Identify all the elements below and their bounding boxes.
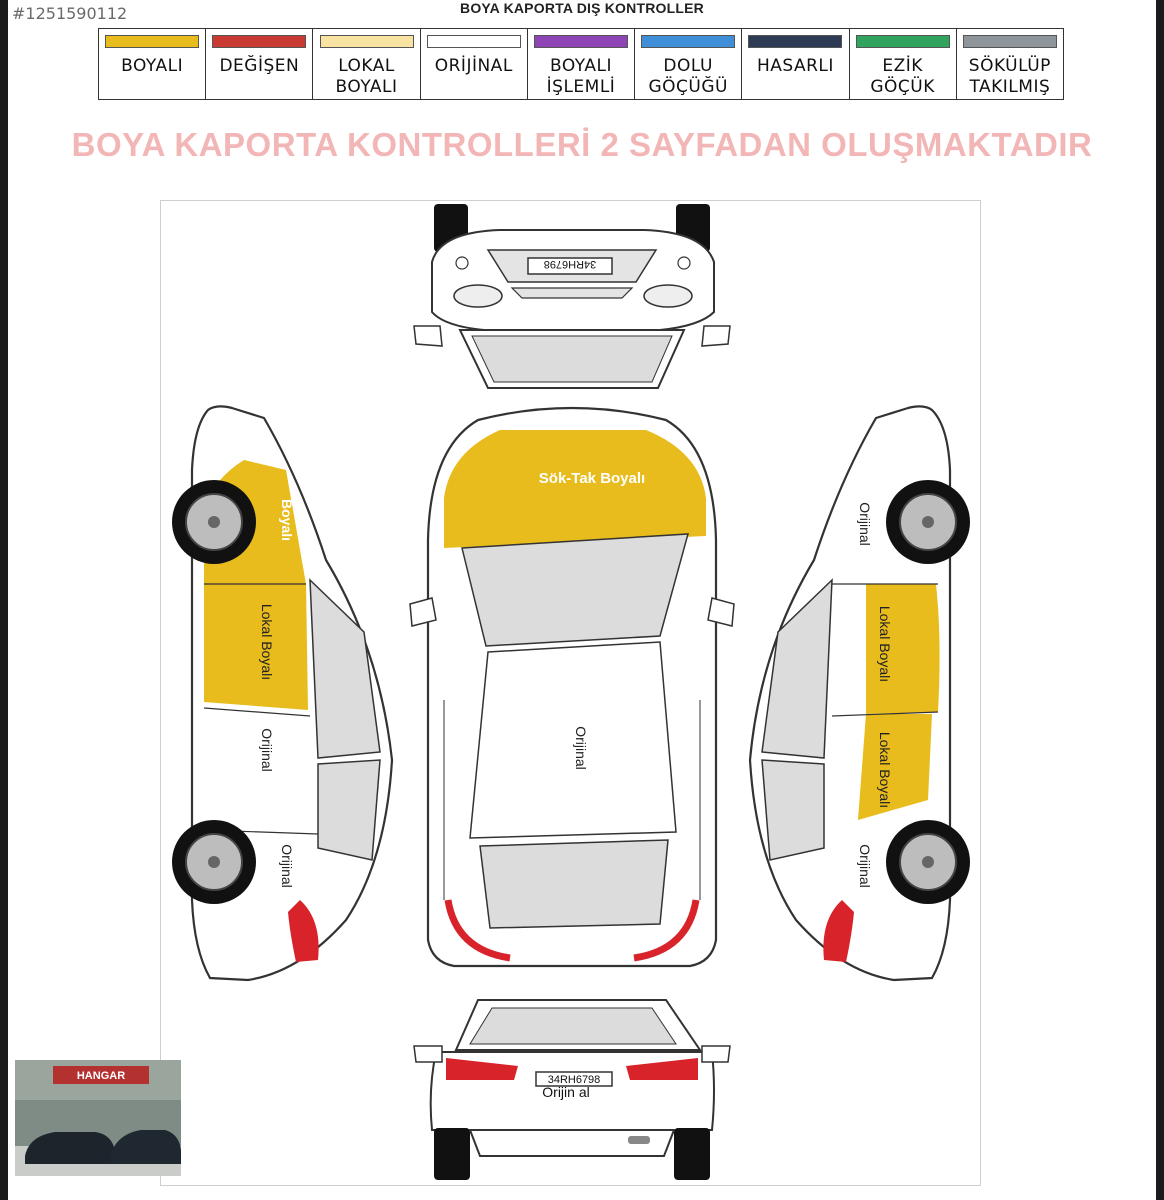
legend-item-sokulup-takilmis: SÖKÜLÜP TAKILMIŞ bbox=[957, 29, 1063, 99]
rear-right-mirror bbox=[701, 1045, 731, 1063]
right-side-view: Orijinal Lokal Boyalı Lokal Boyalı Oriji… bbox=[748, 405, 970, 982]
front-right-mirror bbox=[701, 325, 731, 347]
rear-left-tire bbox=[434, 1128, 470, 1180]
thumbnail-car-right bbox=[111, 1130, 181, 1164]
left-front-hub bbox=[208, 516, 220, 528]
rear-right-tail-light bbox=[626, 1058, 698, 1080]
rear-bumper-label: Orijin al bbox=[542, 1084, 589, 1100]
left-rear-window bbox=[317, 759, 381, 861]
rear-window bbox=[469, 1007, 677, 1045]
roof-label: Orijinal bbox=[573, 726, 589, 770]
front-plate-text: 34RH6798 bbox=[544, 258, 597, 270]
car-panel-diagram: 34RH6798 Sök-Tak Boyalı Orijinal bbox=[160, 200, 981, 1186]
legend-label: BOYALI İŞLEMLİ bbox=[546, 56, 616, 97]
left-rear-hub bbox=[208, 856, 220, 868]
legend-item-dolu-gocugu: DOLU GÖÇÜĞÜ bbox=[635, 29, 743, 99]
legend-swatch bbox=[212, 35, 307, 48]
legend-swatch bbox=[641, 35, 736, 48]
left-front-door-painted bbox=[204, 584, 308, 710]
thumbnail-car-left bbox=[25, 1132, 115, 1164]
legend-swatch bbox=[105, 35, 200, 48]
listing-id: #1251590112 bbox=[12, 4, 128, 23]
legend-label: ORİJİNAL bbox=[434, 56, 513, 76]
legend-item-orijinal: ORİJİNAL bbox=[421, 29, 528, 99]
legend-item-ezik-gocuk: EZİK GÖÇÜK bbox=[850, 29, 957, 99]
hood-painted bbox=[444, 430, 706, 548]
legend-label: LOKAL BOYALI bbox=[335, 56, 398, 97]
right-front-hub bbox=[922, 516, 934, 528]
legend-swatch bbox=[748, 35, 843, 48]
dealer-thumbnail: HANGAR bbox=[15, 1060, 181, 1176]
right-rear-fender-label: Orijinal bbox=[857, 844, 873, 888]
right-front-window bbox=[761, 578, 833, 759]
left-door-split-line bbox=[203, 707, 311, 717]
top-right-mirror bbox=[707, 597, 735, 627]
front-plate bbox=[527, 257, 613, 275]
legend-item-degisen: DEĞİŞEN bbox=[206, 29, 314, 99]
front-left-mirror bbox=[413, 325, 443, 347]
color-legend: BOYALI DEĞİŞEN LOKAL BOYALI ORİJİNAL BOY… bbox=[98, 28, 1064, 100]
front-lower-grille bbox=[510, 287, 634, 299]
front-view: 34RH6798 bbox=[413, 204, 731, 389]
front-right-headlight bbox=[643, 284, 693, 308]
left-side-view: Boyalı Lokal Boyalı Orijinal Orijinal bbox=[172, 405, 394, 982]
rear-exhaust bbox=[628, 1136, 650, 1144]
legend-label: DOLU GÖÇÜĞÜ bbox=[648, 56, 728, 97]
left-front-window bbox=[309, 578, 381, 759]
window-frame-left bbox=[0, 0, 8, 1200]
legend-item-boyali-islemli: BOYALI İŞLEMLİ bbox=[528, 29, 636, 99]
right-front-door-painted bbox=[866, 584, 940, 714]
right-rear-door-painted bbox=[858, 714, 932, 820]
top-left-mirror bbox=[409, 597, 437, 627]
rear-bumper bbox=[468, 1129, 676, 1157]
legend-label: HASARLI bbox=[756, 56, 834, 76]
rear-right-tire bbox=[674, 1128, 710, 1180]
legend-swatch bbox=[533, 35, 628, 48]
rear-plate-text: 34RH6798 bbox=[548, 1074, 601, 1086]
right-front-fender-label: Orijinal bbox=[857, 502, 873, 546]
thumbnail-sign-text: HANGAR bbox=[77, 1070, 125, 1082]
legend-label: SÖKÜLÜP TAKILMIŞ bbox=[968, 56, 1051, 97]
rear-left-tail-light bbox=[446, 1058, 518, 1080]
right-tail-light bbox=[823, 900, 854, 962]
right-front-door-label: Lokal Boyalı bbox=[877, 606, 893, 682]
legend-swatch bbox=[962, 35, 1057, 48]
legend-item-hasarli: HASARLI bbox=[742, 29, 850, 99]
left-rear-fender-label: Orijinal bbox=[279, 844, 295, 888]
front-left-fog-light bbox=[455, 256, 469, 270]
legend-swatch bbox=[855, 35, 950, 48]
left-rear-door-label: Orijinal bbox=[259, 728, 275, 772]
legend-swatch bbox=[426, 35, 521, 48]
front-right-fog-light bbox=[677, 256, 691, 270]
rear-view: 34RH6798 Orijin al bbox=[413, 999, 731, 1180]
left-tail-light bbox=[288, 900, 319, 962]
right-rear-hub bbox=[922, 856, 934, 868]
front-windshield bbox=[471, 335, 673, 383]
hood-label: Sök-Tak Boyalı bbox=[539, 470, 645, 487]
legend-label: EZİK GÖÇÜK bbox=[870, 56, 935, 97]
thumbnail-sign bbox=[53, 1066, 149, 1084]
legend-label: DEĞİŞEN bbox=[219, 56, 300, 76]
rear-plate bbox=[535, 1071, 613, 1087]
top-left-tail-light bbox=[444, 899, 511, 962]
legend-swatch bbox=[319, 35, 414, 48]
roof-panel bbox=[469, 641, 677, 839]
top-right-tail-light bbox=[633, 899, 700, 962]
window-frame-right bbox=[1156, 0, 1164, 1200]
two-page-notice: BOYA KAPORTA KONTROLLERİ 2 SAYFADAN OLUŞ… bbox=[71, 126, 1093, 163]
top-view: Sök-Tak Boyalı Orijinal bbox=[409, 406, 735, 968]
legend-label: BOYALI bbox=[121, 56, 184, 76]
left-front-door-label: Lokal Boyalı bbox=[259, 604, 275, 680]
top-windshield bbox=[461, 533, 690, 647]
rear-left-mirror bbox=[413, 1045, 443, 1063]
right-rear-window bbox=[761, 759, 825, 861]
left-front-fender-label: Boyalı bbox=[279, 499, 295, 541]
legend-item-boyali: BOYALI bbox=[99, 29, 207, 99]
rear-window-top bbox=[479, 839, 669, 929]
right-door-split-line bbox=[831, 711, 939, 717]
page-title: BOYA KAPORTA DIŞ KONTROLLER bbox=[460, 0, 704, 16]
front-left-headlight bbox=[453, 284, 503, 308]
legend-item-lokal-boyali: LOKAL BOYALI bbox=[313, 29, 421, 99]
right-rear-door-label: Lokal Boyalı bbox=[877, 732, 893, 808]
